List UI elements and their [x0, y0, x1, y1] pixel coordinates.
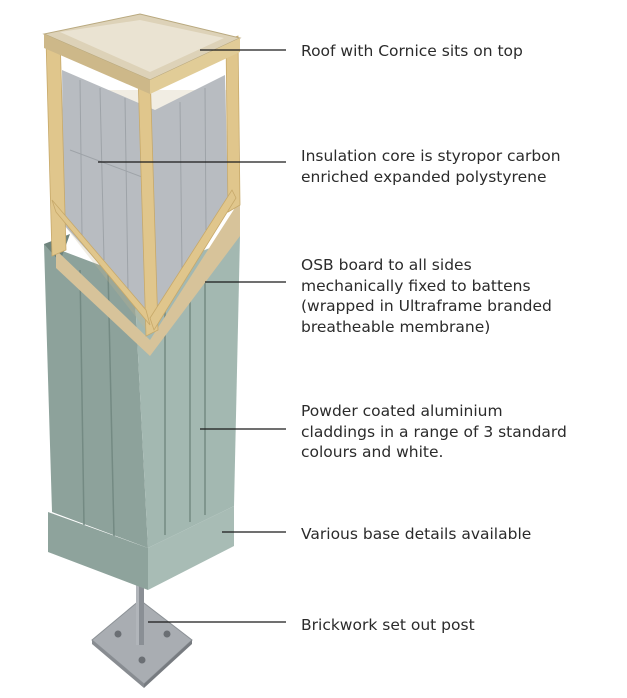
cornice-side [150, 38, 240, 94]
base-plate-edge-right [144, 640, 192, 688]
set-out-post-highlight [136, 575, 139, 645]
callout-text: Brickwork set out post [301, 616, 475, 634]
base-trim-right [148, 506, 234, 590]
callout-text: enriched expanded polystyrene [301, 167, 547, 186]
cornice-front [44, 34, 150, 94]
base-plate-edge [92, 640, 144, 688]
callout-roof: Roof with Cornice sits on top [301, 41, 621, 62]
plate-hole [114, 630, 122, 638]
callout-cladding: Powder coated aluminium claddings in a r… [301, 401, 621, 463]
set-out-post [136, 575, 144, 645]
base-trim-left [48, 512, 148, 590]
callout-osb: OSB board to all sides mechanically fixe… [301, 255, 621, 337]
callout-text: (wrapped in Ultraframe branded [301, 297, 552, 315]
callout-insulation: Insulation core is styropor carbon enric… [301, 146, 621, 187]
callout-text: Various base details available [301, 525, 532, 543]
callout-text: Insulation core is styropor carbon [301, 147, 561, 165]
timber-battens [45, 33, 241, 337]
osb-board [56, 200, 240, 356]
insulation-lines [69, 79, 207, 291]
callout-text: colours and white. [301, 443, 444, 461]
callout-base: Various base details available [301, 524, 621, 545]
callout-text: OSB board to all sides [301, 256, 472, 274]
plate-hole [163, 630, 171, 638]
plate-hole [138, 656, 146, 664]
callout-text: breatheable membrane) [301, 317, 491, 336]
callout-text: claddings in a range of 3 standard [301, 422, 567, 441]
callout-text: Powder coated aluminium [301, 402, 503, 420]
callout-post: Brickwork set out post [301, 615, 621, 636]
leader-lines [98, 49, 286, 623]
cornice-cap [60, 20, 224, 72]
callout-text: mechanically fixed to battens [301, 276, 531, 295]
callout-text: Roof with Cornice sits on top [301, 42, 523, 60]
